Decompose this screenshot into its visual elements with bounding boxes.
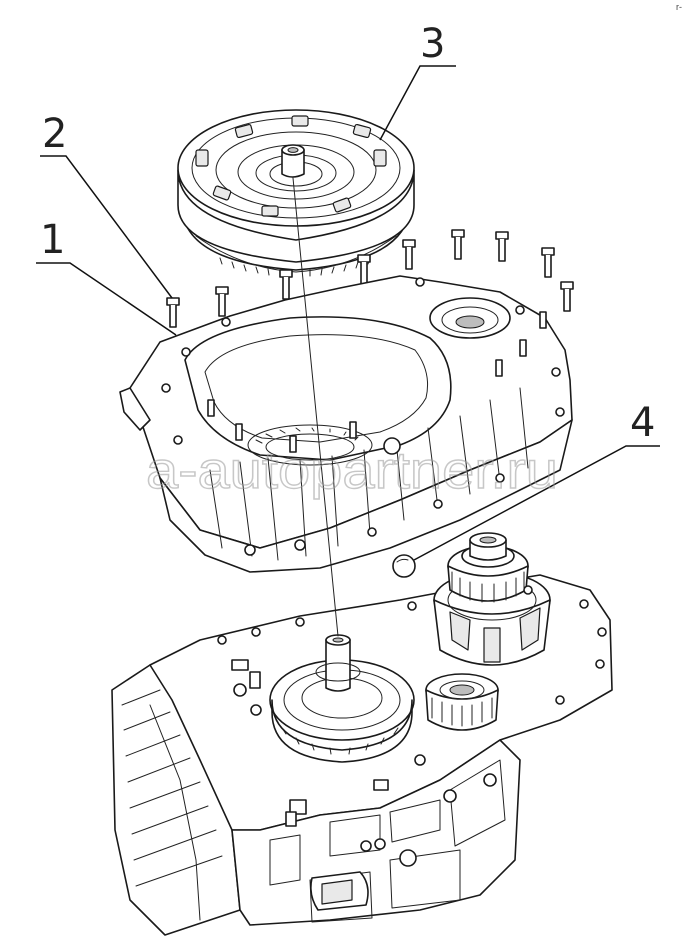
transmission-case (111, 532, 613, 936)
callout-3: 3 (420, 21, 445, 67)
watermark: a-autopartner.ru (146, 442, 558, 500)
callout-leaders (36, 65, 660, 561)
bell-housing (119, 275, 573, 573)
leader-3 (379, 65, 456, 141)
check-ball (392, 554, 416, 578)
leader-4 (413, 445, 660, 561)
callout-1: 1 (40, 217, 65, 263)
leader-2 (40, 155, 173, 299)
leader-1 (36, 262, 177, 336)
mounting-bolts (166, 229, 574, 328)
assembly-axis-line (292, 177, 339, 637)
corner-mark: r- (676, 2, 682, 12)
torque-converter (177, 109, 415, 277)
callout-4: 4 (630, 400, 655, 446)
callout-2: 2 (42, 111, 67, 157)
